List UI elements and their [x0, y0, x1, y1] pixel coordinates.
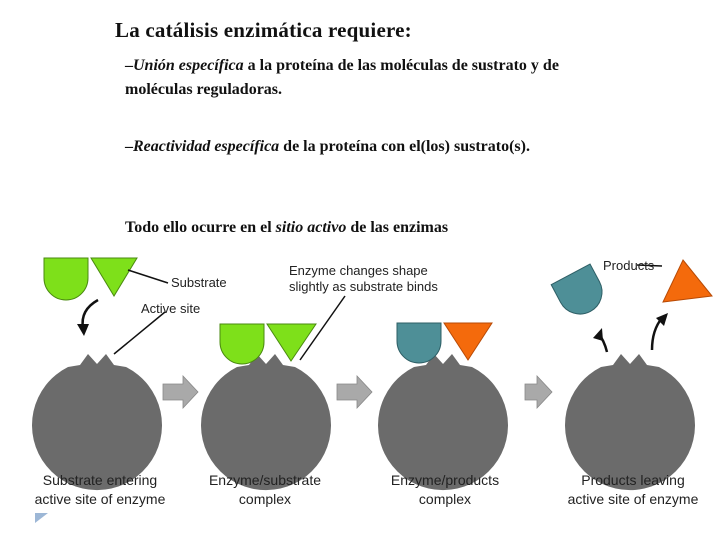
enzyme-body: [32, 354, 162, 490]
product-round-leaving: [551, 264, 610, 322]
caption-line2: active site of enzyme: [35, 491, 166, 507]
stage-enzyme-substrate-complex: [201, 296, 345, 490]
caption-enzyme-substrate-complex: Enzyme/substrate complex: [195, 471, 335, 509]
product-triangle: [663, 260, 712, 302]
enzyme-body: [201, 354, 331, 490]
label-substrate: Substrate: [171, 275, 227, 291]
process-arrow-3: [525, 376, 552, 408]
entering-arrow: [83, 300, 98, 328]
label-products: Products: [603, 258, 654, 274]
label-active-site: Active site: [141, 301, 200, 317]
caption-line1: Enzyme/products: [391, 472, 499, 488]
enzyme-body: [565, 354, 695, 490]
process-arrow-1: [163, 376, 198, 408]
label-shape-change-line1: Enzyme changes shape: [289, 263, 428, 278]
caption-products-leaving: Products leaving active site of enzyme: [548, 471, 718, 509]
entering-arrow-head: [77, 324, 89, 336]
leaving-arrow-left-head: [593, 328, 603, 341]
substrate-pointer-line: [128, 270, 168, 283]
stage-substrate-entering: [32, 258, 168, 490]
corner-mark: [35, 513, 48, 523]
caption-line1: Enzyme/substrate: [209, 472, 321, 488]
substrate-round: [44, 258, 88, 300]
caption-line2: active site of enzyme: [568, 491, 699, 507]
product-round: [397, 323, 441, 363]
leaving-arrow-right: [652, 318, 662, 350]
stage-products-leaving: [551, 260, 712, 490]
stage-enzyme-products-complex: [378, 323, 508, 490]
caption-enzyme-products-complex: Enzyme/products complex: [375, 471, 515, 509]
process-arrow-2: [337, 376, 372, 408]
enzyme-body: [378, 354, 508, 490]
substrate-round: [220, 324, 264, 364]
product-triangle: [444, 323, 492, 360]
caption-line2: complex: [239, 491, 291, 507]
caption-line1: Products leaving: [581, 472, 685, 488]
label-shape-change-line2: slightly as substrate binds: [289, 279, 438, 294]
substrate-triangle: [91, 258, 137, 296]
caption-line1: Substrate entering: [43, 472, 157, 488]
product-round: [551, 264, 610, 322]
caption-line2: complex: [419, 491, 471, 507]
caption-substrate-entering: Substrate entering active site of enzyme: [15, 471, 185, 509]
active-site-pointer-line: [114, 312, 165, 354]
